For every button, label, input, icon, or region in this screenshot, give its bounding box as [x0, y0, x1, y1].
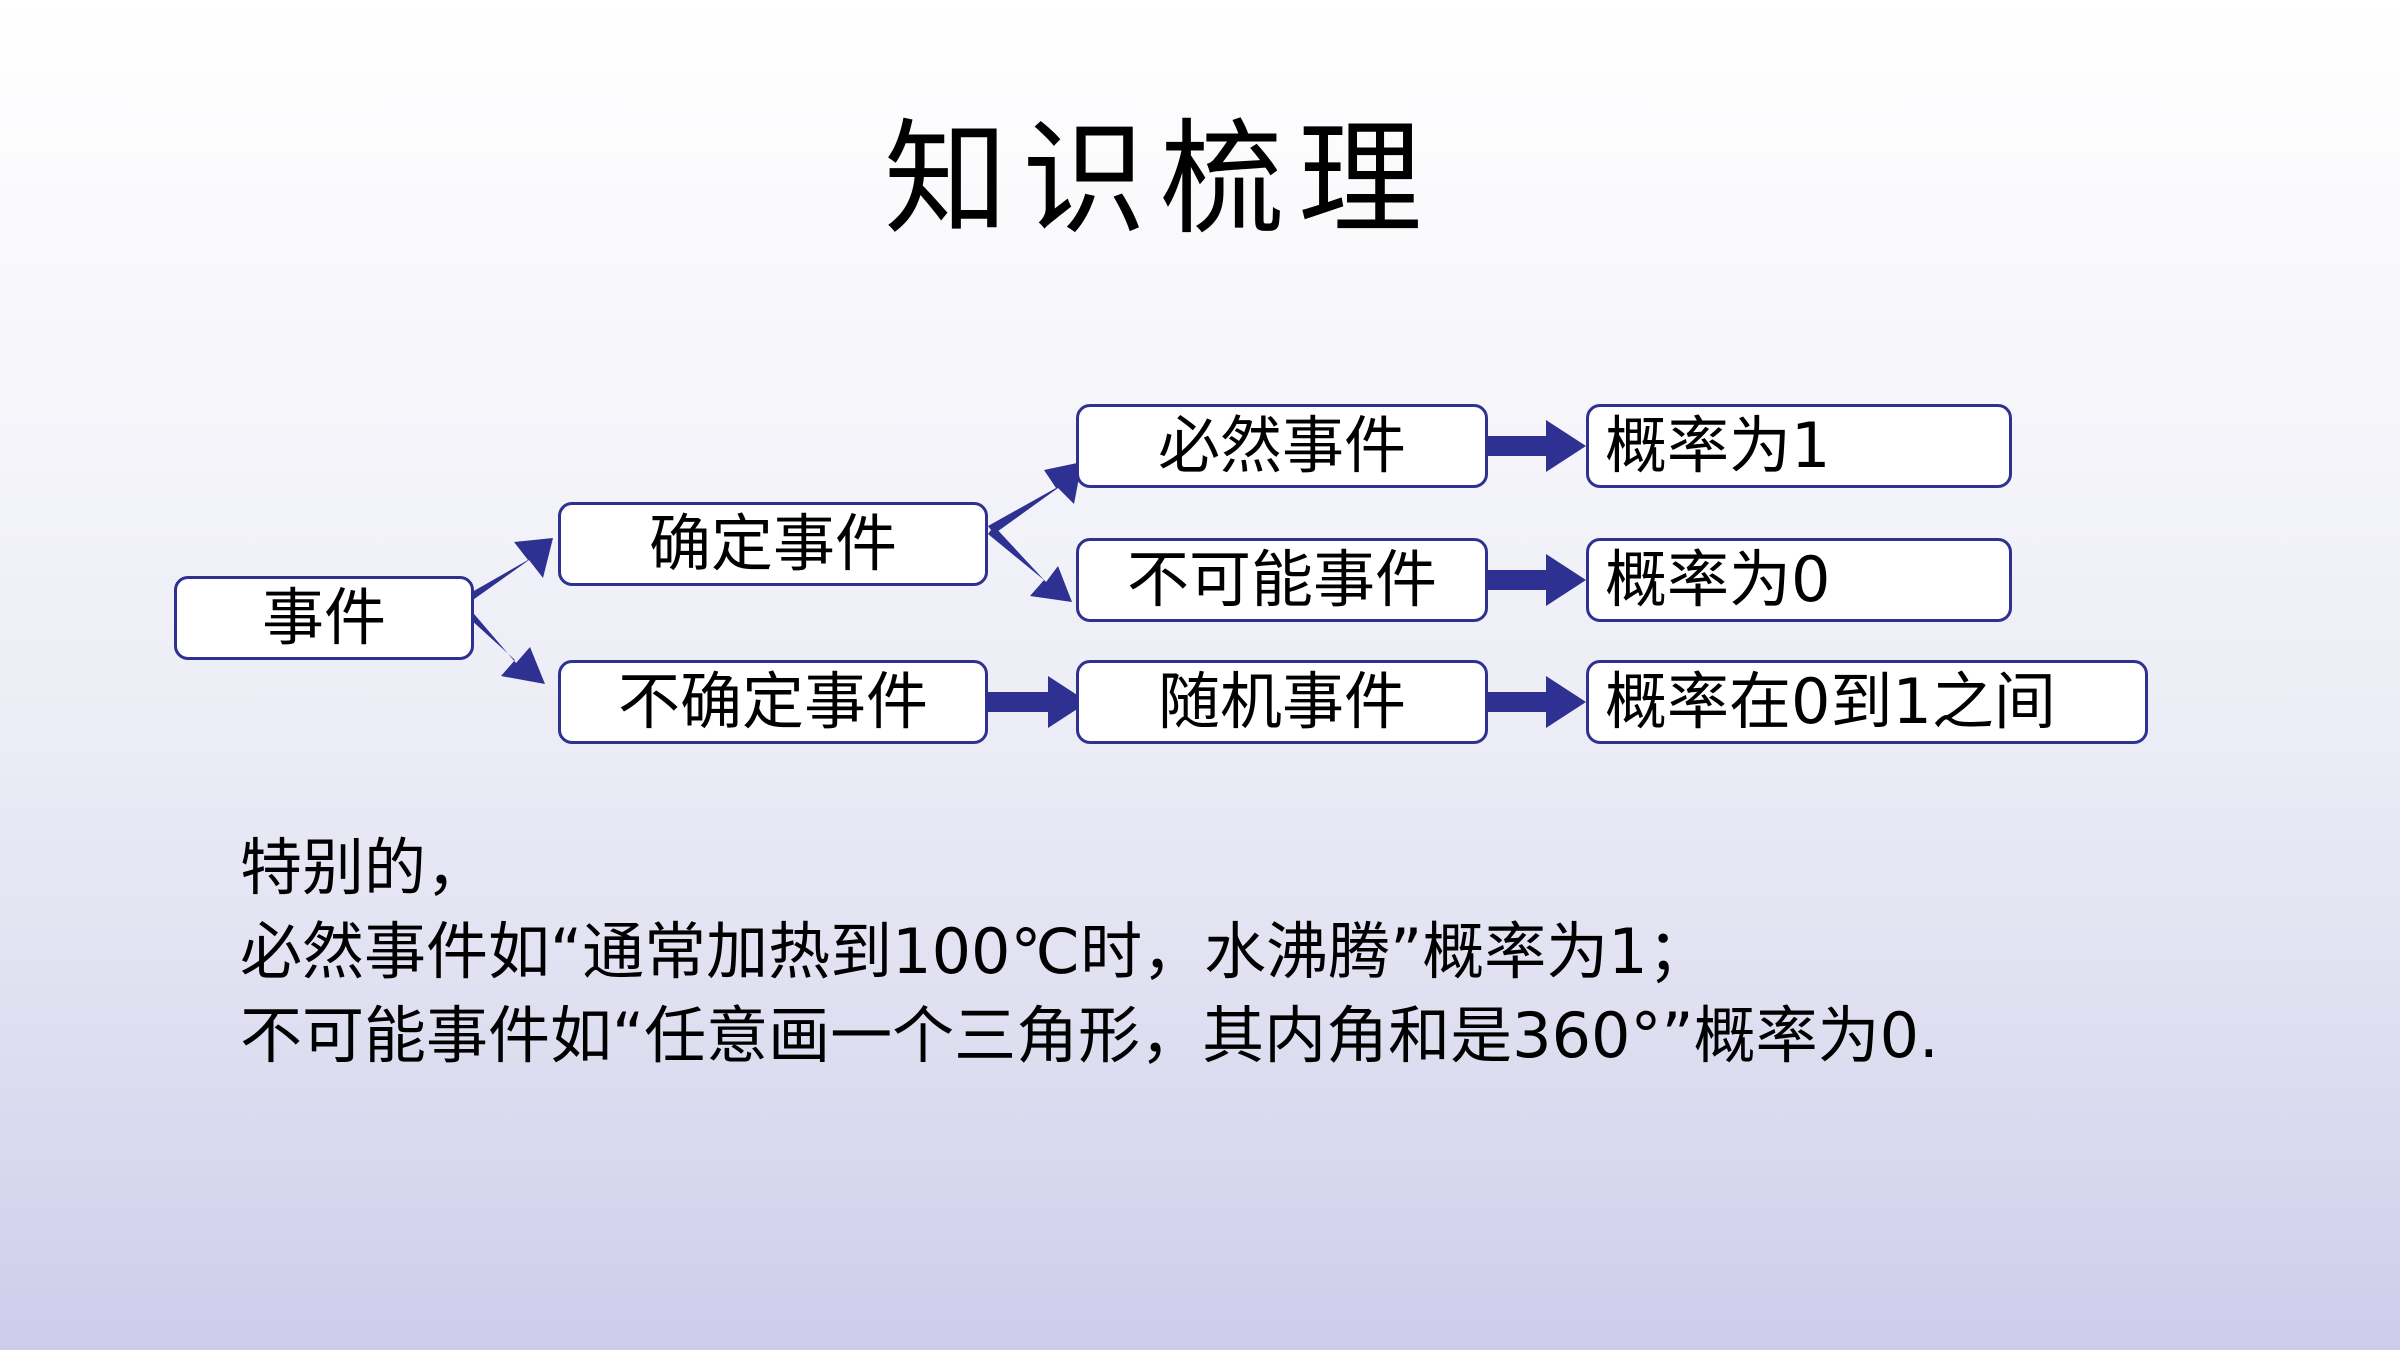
node-sure-event-label: 必然事件: [1157, 409, 1406, 482]
arrow-sure-to-p1: [1488, 420, 1586, 472]
node-probability-0-to-1: 概率在0到1之间: [1586, 660, 2148, 744]
note-line-2: 必然事件如“通常加热到100℃时，水沸腾”概率为1；: [240, 915, 1710, 988]
arrow-random-to-p01: [1488, 676, 1586, 728]
arrow-root-to-uncertain: [458, 601, 545, 684]
node-random-event-label: 随机事件: [1157, 665, 1406, 738]
node-probability-0-label: 概率为0: [1605, 543, 1831, 616]
node-event-label: 事件: [261, 581, 386, 654]
node-event: 事件: [174, 576, 474, 660]
node-probability-0-to-1-label: 概率在0到1之间: [1605, 665, 2056, 738]
arrow-certain-to-impossible: [988, 526, 1072, 602]
node-probability-1: 概率为1: [1586, 404, 2012, 488]
slide-title: 知识梳理: [883, 108, 1436, 252]
node-uncertain-event-label: 不确定事件: [617, 665, 928, 738]
node-random-event: 随机事件: [1076, 660, 1488, 744]
special-note: 特别的， 必然事件如“通常加热到100℃时，水沸腾”概率为1； 不可能事件如“任…: [240, 826, 1939, 1078]
note-line-1: 特别的，: [240, 831, 489, 904]
node-impossible-event-label: 不可能事件: [1126, 543, 1437, 616]
node-probability-1-label: 概率为1: [1605, 409, 1831, 482]
node-certain-event: 确定事件: [558, 502, 988, 586]
node-sure-event: 必然事件: [1076, 404, 1488, 488]
arrow-uncertain-to-random: [988, 676, 1088, 728]
arrow-impossible-to-p0: [1488, 554, 1586, 606]
node-probability-0: 概率为0: [1586, 538, 2012, 622]
arrow-certain-to-sure: [988, 462, 1082, 534]
note-line-3: 不可能事件如“任意画一个三角形，其内角和是360°”概率为0.: [240, 999, 1939, 1072]
node-uncertain-event: 不确定事件: [558, 660, 988, 744]
node-certain-event-label: 确定事件: [648, 507, 897, 580]
arrow-root-to-certain: [458, 538, 553, 607]
node-impossible-event: 不可能事件: [1076, 538, 1488, 622]
